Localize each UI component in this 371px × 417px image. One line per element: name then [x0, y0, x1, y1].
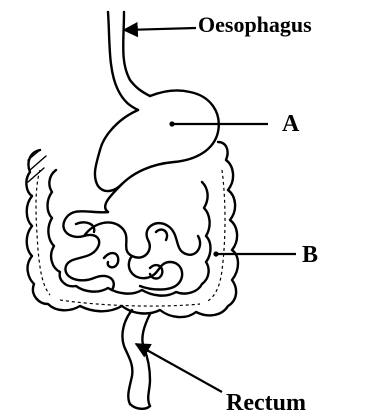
large-intestine-outer [26, 142, 238, 317]
label-b-dot [213, 251, 218, 256]
label-a: A [282, 111, 300, 137]
large-intestine-inner [48, 170, 211, 296]
rectum-label: Rectum [226, 390, 306, 416]
oesophagus-label: Oesophagus [198, 12, 312, 37]
anal-canal-end [130, 404, 150, 409]
oesophagus-pointer-arrow [124, 28, 196, 30]
stomach [95, 90, 219, 191]
oesophagus-tube-inner [123, 12, 150, 96]
label-b: B [302, 242, 318, 268]
label-a-dot [169, 121, 174, 126]
rectum-inner [142, 314, 150, 406]
colon-haustra-right [206, 170, 225, 302]
stomach-inner-curve [105, 184, 122, 212]
rectum [122, 310, 132, 404]
